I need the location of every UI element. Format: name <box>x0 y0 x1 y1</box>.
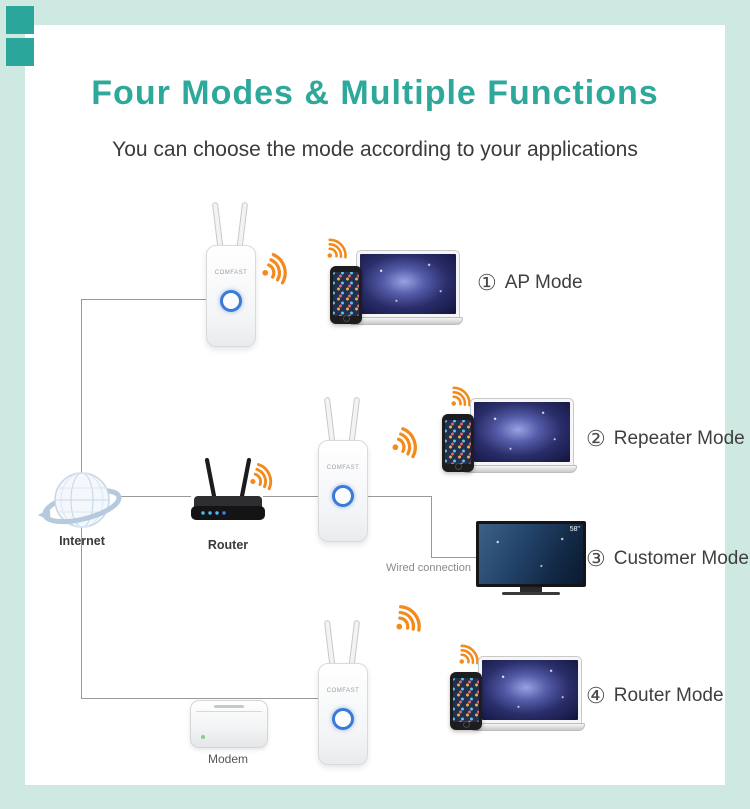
laptop-display <box>474 402 570 462</box>
laptop-screen <box>470 398 574 465</box>
tv-size-label: 58" <box>569 526 580 533</box>
mode-label-2: ② Repeater Mode <box>586 427 745 451</box>
modem-slot <box>213 705 245 708</box>
connector-line <box>118 496 191 497</box>
laptop <box>469 656 585 731</box>
wifi-signal-icon <box>459 644 479 665</box>
connector-line <box>81 299 207 300</box>
mode-number: ③ <box>586 546 606 571</box>
mode-label-1: ① AP Mode <box>477 271 583 295</box>
wps-button <box>332 485 354 507</box>
router-device <box>191 457 265 520</box>
smartphone <box>450 672 482 730</box>
modem-device <box>190 700 268 748</box>
connector-line <box>81 698 318 699</box>
laptop-display <box>360 254 456 314</box>
mode-text: Repeater Mode <box>613 428 745 449</box>
laptop-base <box>461 465 577 473</box>
internet-label: Internet <box>59 534 105 548</box>
mode-text: Customer Mode <box>613 548 749 569</box>
connector-line <box>366 496 432 497</box>
decor-square <box>6 38 34 66</box>
repeater-device-3: COMFAST <box>312 618 372 778</box>
phone-screen <box>333 272 359 316</box>
wifi-signal-icon <box>396 605 421 632</box>
mode-number: ① <box>477 270 497 295</box>
connector-line <box>431 496 432 558</box>
repeater-body: COMFAST <box>318 663 368 765</box>
laptop-display <box>482 660 578 720</box>
wifi-signal-icon <box>451 386 471 407</box>
phone-screen <box>453 678 479 722</box>
laptop-base <box>469 723 585 731</box>
repeater-device-2: COMFAST <box>312 395 372 555</box>
connector-line <box>263 496 318 497</box>
connector-line <box>431 557 478 558</box>
tv: 58" <box>476 521 586 595</box>
internet-globe-icon <box>38 472 122 528</box>
smartphone <box>442 414 474 472</box>
brand-label: COMFAST <box>214 270 248 276</box>
mode-text: Router Mode <box>613 685 724 706</box>
tv-base <box>502 592 560 595</box>
mode-label-3: ③ Customer Mode <box>586 547 749 571</box>
tv-screen: 58" <box>476 521 586 587</box>
wired-connection-label: Wired connection <box>386 562 471 574</box>
repeater-body: COMFAST <box>318 440 368 542</box>
wps-button <box>220 290 242 312</box>
repeater-body: COMFAST <box>206 245 256 347</box>
modem-led <box>201 735 205 739</box>
brand-label: COMFAST <box>326 688 360 694</box>
laptop-base <box>347 317 463 325</box>
router-label: Router <box>207 538 249 552</box>
wifi-signal-icon <box>262 252 287 285</box>
wifi-signal-icon <box>250 463 273 491</box>
laptop-screen <box>356 250 460 317</box>
tv-stand <box>520 587 542 592</box>
phone-screen <box>445 420 471 464</box>
mode-number: ④ <box>586 683 606 708</box>
page-subtitle: You can choose the mode according to you… <box>112 138 638 161</box>
laptop <box>347 250 463 325</box>
smartphone <box>330 266 362 324</box>
modem-seam <box>196 711 262 712</box>
wps-button <box>332 708 354 730</box>
mode-label-4: ④ Router Mode <box>586 684 724 708</box>
brand-label: COMFAST <box>326 465 360 471</box>
modem-label: Modem <box>207 752 248 766</box>
wifi-signal-icon <box>327 238 347 259</box>
laptop-screen <box>478 656 582 723</box>
page-title: Four Modes & Multiple Functions <box>91 74 659 112</box>
wifi-signal-icon <box>392 427 417 459</box>
mode-number: ② <box>586 426 606 451</box>
repeater-device-1: COMFAST <box>200 200 260 360</box>
laptop <box>461 398 577 473</box>
content-card <box>25 25 725 785</box>
decor-square <box>6 6 34 34</box>
mode-text: AP Mode <box>504 272 583 293</box>
